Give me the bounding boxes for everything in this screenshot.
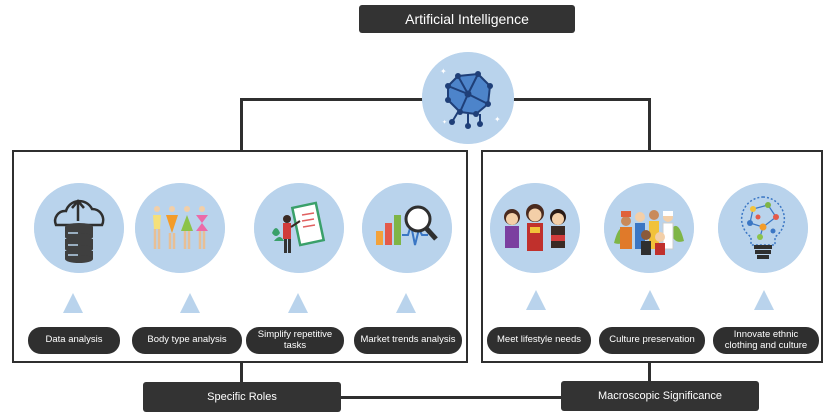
people-diversity-icon bbox=[604, 183, 694, 273]
children-ethnic-clothing-icon bbox=[490, 183, 580, 273]
significance-label-culture: Culture preservation bbox=[599, 327, 705, 354]
connector-bottom-right bbox=[648, 362, 651, 382]
body-shapes-icon bbox=[135, 183, 225, 273]
arrow-up-icon bbox=[526, 290, 546, 310]
presentation-person-icon bbox=[254, 183, 344, 273]
specific-roles-label: Specific Roles bbox=[143, 382, 341, 412]
arrow-up-icon bbox=[63, 293, 83, 313]
connector-bottom-left bbox=[240, 362, 243, 384]
connector-right-vertical bbox=[648, 98, 651, 151]
connector-left-vertical bbox=[240, 98, 243, 151]
connector-bottom-horizontal bbox=[340, 396, 562, 399]
arrow-up-icon bbox=[180, 293, 200, 313]
body-type-analysis-circle bbox=[135, 183, 225, 273]
svg-text:✦: ✦ bbox=[440, 67, 447, 76]
lifestyle-needs-circle bbox=[490, 183, 580, 273]
svg-text:✦: ✦ bbox=[494, 115, 501, 124]
page-title: Artificial Intelligence bbox=[359, 5, 575, 33]
database-cloud-icon bbox=[34, 183, 124, 273]
brain-network-icon: ✦ ✦ ✦ bbox=[422, 52, 514, 144]
lightbulb-network-icon bbox=[718, 183, 808, 273]
role-label-market-trends: Market trends analysis bbox=[354, 327, 462, 354]
macroscopic-significance-box bbox=[481, 150, 823, 363]
svg-text:✦: ✦ bbox=[442, 119, 447, 126]
innovate-circle bbox=[718, 183, 808, 273]
culture-preservation-circle bbox=[604, 183, 694, 273]
significance-label-lifestyle: Meet lifestyle needs bbox=[487, 327, 591, 354]
specific-roles-box bbox=[12, 150, 468, 363]
connector-top-left bbox=[240, 98, 426, 101]
arrow-up-icon bbox=[640, 290, 660, 310]
simplify-tasks-circle bbox=[254, 183, 344, 273]
chart-magnifier-icon bbox=[362, 183, 452, 273]
market-trends-circle bbox=[362, 183, 452, 273]
role-label-simplify: Simplify repetitive tasks bbox=[246, 327, 344, 354]
arrow-up-icon bbox=[288, 293, 308, 313]
data-analysis-circle bbox=[34, 183, 124, 273]
ai-brain-circle: ✦ ✦ ✦ bbox=[422, 52, 514, 144]
significance-label-innovate: Innovate ethnic clothing and culture bbox=[713, 327, 819, 354]
arrow-up-icon bbox=[754, 290, 774, 310]
role-label-data-analysis: Data analysis bbox=[28, 327, 120, 354]
connector-top-right bbox=[510, 98, 651, 101]
role-label-body-type: Body type analysis bbox=[132, 327, 242, 354]
macroscopic-significance-label: Macroscopic Significance bbox=[561, 381, 759, 411]
arrow-up-icon bbox=[396, 293, 416, 313]
